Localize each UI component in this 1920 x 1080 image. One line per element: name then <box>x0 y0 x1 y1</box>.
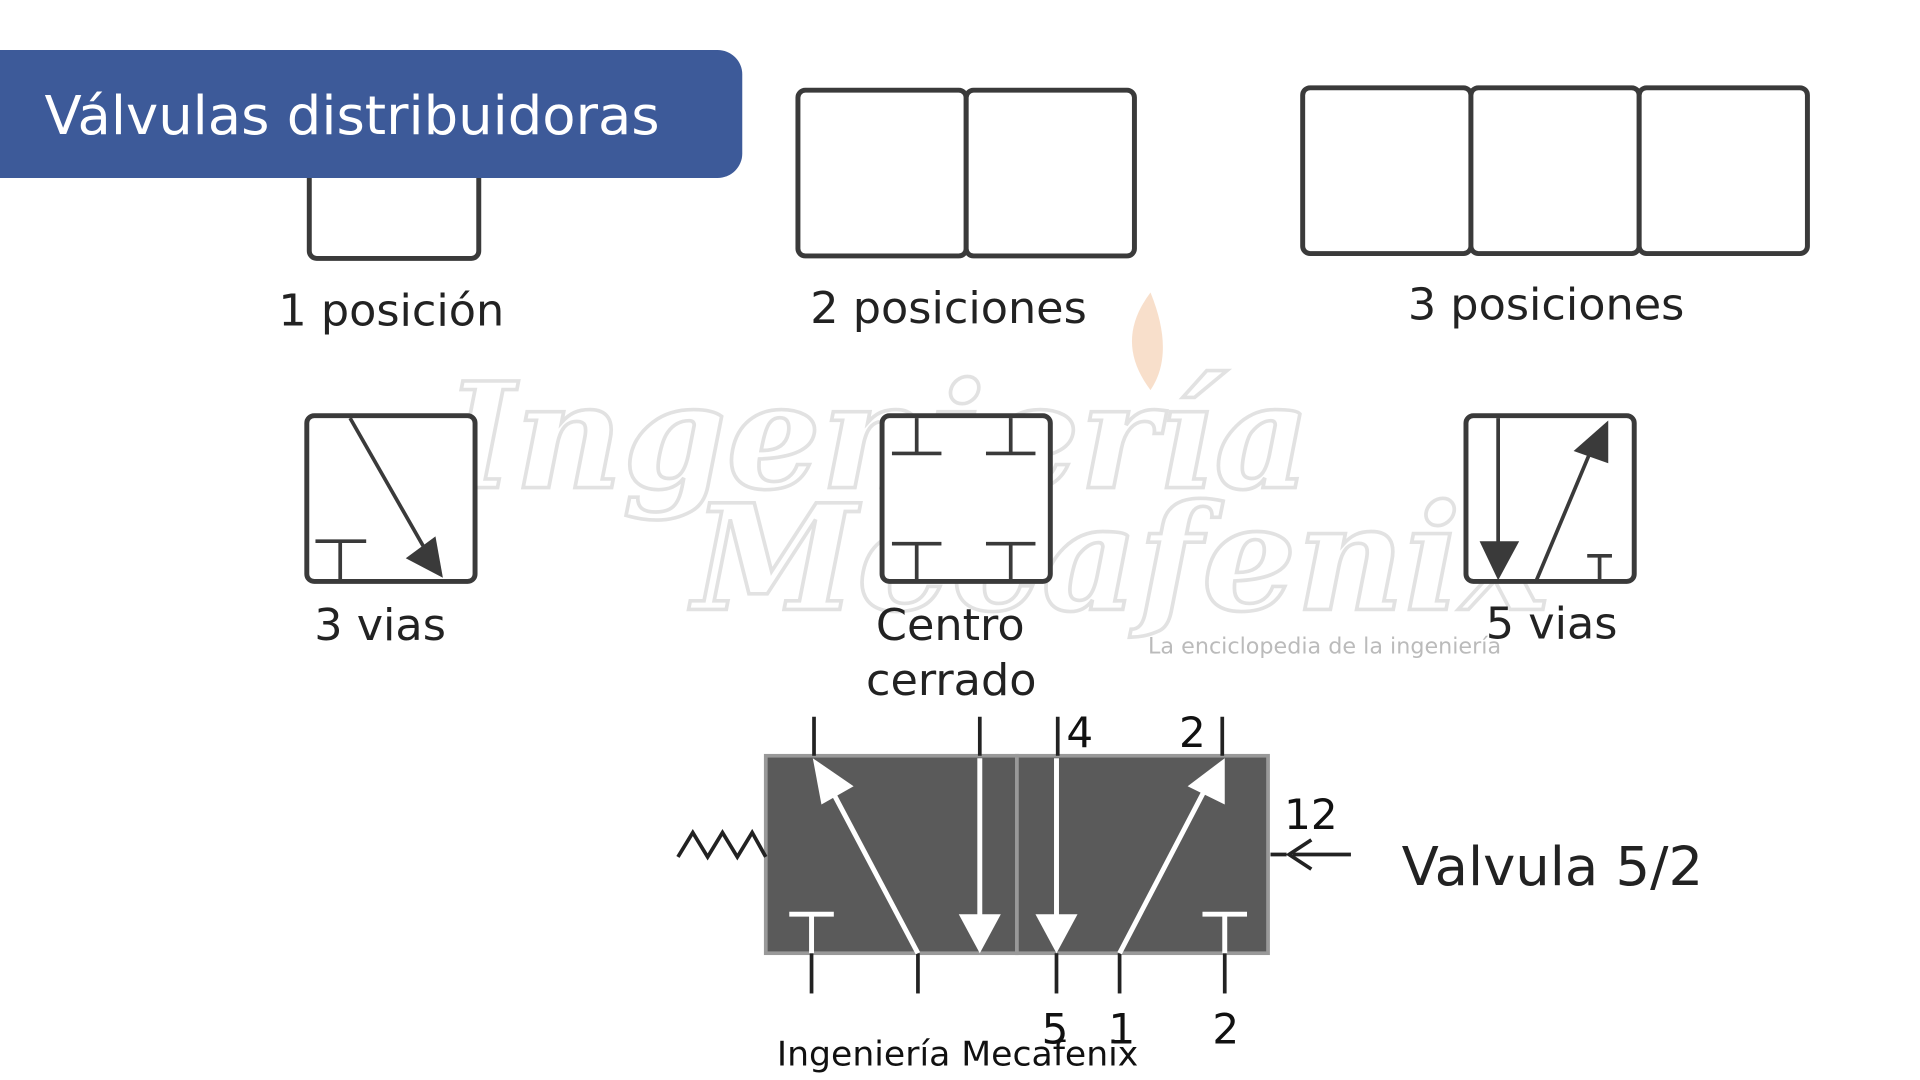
port-label-4: 4 <box>1066 709 1093 758</box>
port-label-12: 12 <box>1284 790 1338 839</box>
label-one-position: 1 posición <box>278 286 504 337</box>
port-label-2: 2 <box>1179 709 1206 758</box>
label-two-positions: 2 posiciones <box>810 283 1086 334</box>
port-label-1: 1 <box>1108 1005 1135 1054</box>
three-way-symbol <box>304 413 478 584</box>
title-banner: Válvulas distribuidoras <box>0 49 743 178</box>
svg-text:La enciclopedia de la ingenier: La enciclopedia de la ingeniería <box>1148 634 1501 660</box>
valve-5-2-symbol <box>676 716 1351 994</box>
position-box <box>963 87 1137 259</box>
pilot-arrow-icon <box>1270 838 1351 871</box>
label-closed-center: Centro <box>876 600 1025 651</box>
closed-center-symbol <box>879 413 1053 584</box>
label-closed-center-2: cerrado <box>866 655 1037 706</box>
position-box <box>1468 85 1642 256</box>
five-way-symbol <box>1463 413 1637 584</box>
svg-text:Ingeniería: Ingeniería <box>441 351 1310 523</box>
port-label-2-bottom: 2 <box>1212 1005 1239 1054</box>
label-valve-5-2: Valvula 5/2 <box>1402 835 1703 898</box>
position-box <box>795 87 969 259</box>
label-three-positions: 3 posiciones <box>1408 280 1684 331</box>
watermark: Ingeniería Mecafenix La enciclopedia de … <box>439 292 1553 660</box>
footer-credit: Ingeniería Mecafenix <box>777 1035 1138 1075</box>
spring-icon <box>676 828 768 861</box>
port-label-5: 5 <box>1042 1005 1069 1054</box>
svg-text:Mecafenix: Mecafenix <box>688 473 1552 645</box>
position-box <box>1300 85 1474 256</box>
label-three-ways: 3 vias <box>314 600 446 651</box>
label-five-ways: 5 vias <box>1486 599 1618 650</box>
position-box <box>1636 85 1810 256</box>
page-title: Válvulas distribuidoras <box>45 84 660 147</box>
flame-logo-icon <box>1131 292 1163 391</box>
